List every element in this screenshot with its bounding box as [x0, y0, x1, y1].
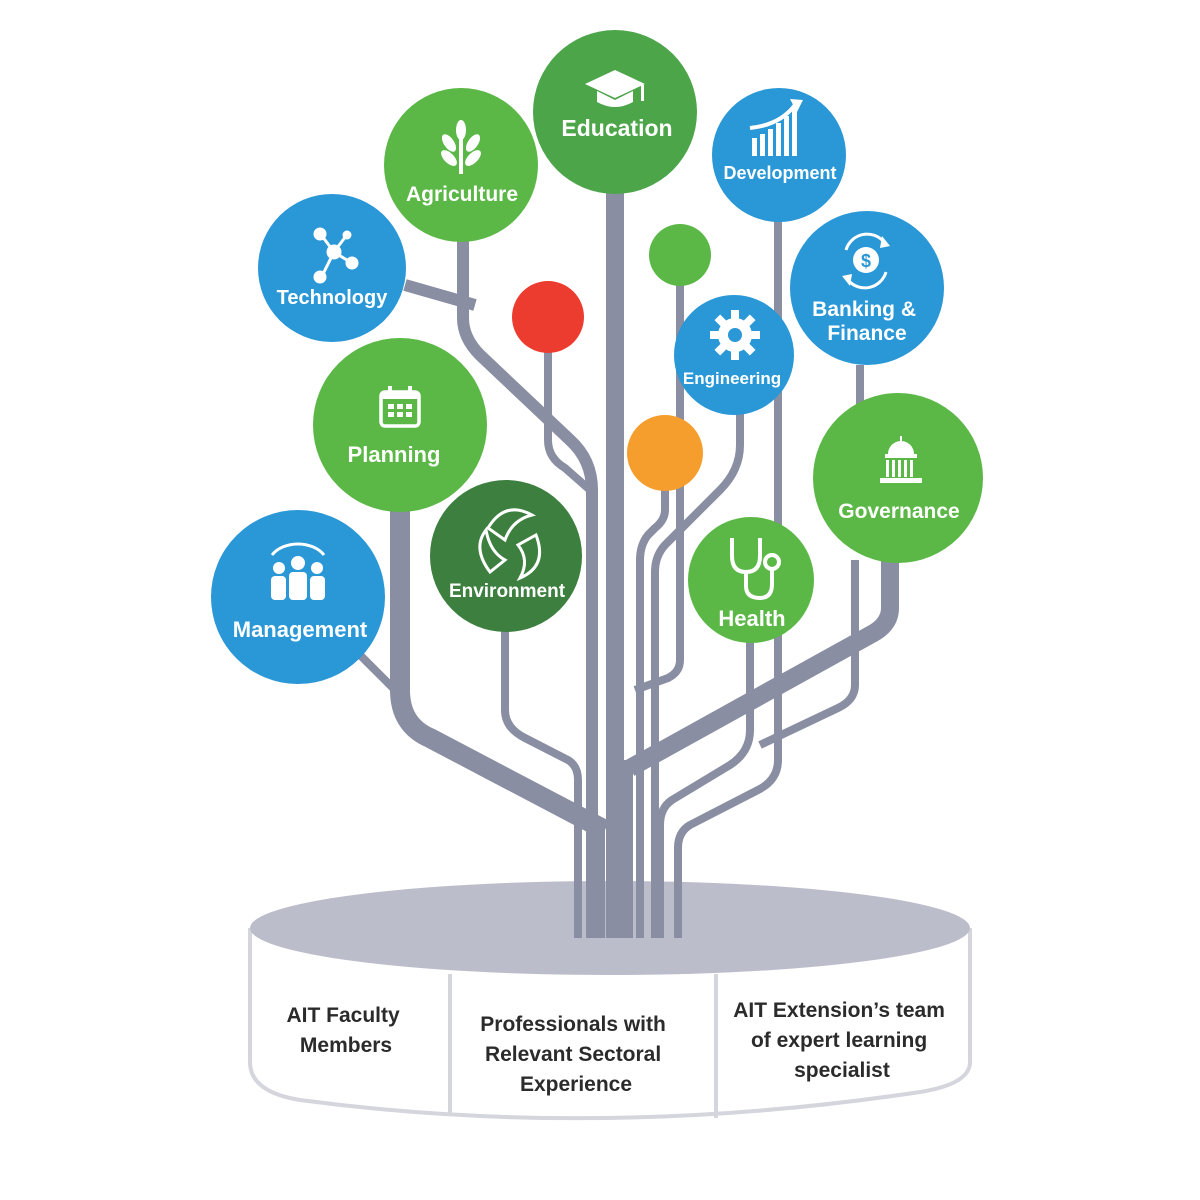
base-section-3: AIT Extension’s team of expert learning … — [733, 999, 950, 1082]
gear-icon — [710, 310, 760, 360]
branch-governance — [625, 560, 899, 776]
branch-green-accent — [633, 285, 684, 694]
node-technology[interactable]: Technology — [258, 194, 406, 342]
branch-banking-lower — [758, 560, 859, 749]
branch-health — [656, 640, 754, 938]
node-label-environment: Environment — [449, 581, 566, 602]
node-governance[interactable]: Governance — [813, 393, 983, 563]
branch-red — [544, 345, 593, 494]
node-label-governance: Governance — [838, 500, 959, 523]
recycle-leaves-icon — [478, 508, 541, 582]
svg-text:$: $ — [861, 251, 871, 271]
base-platform: AIT Faculty Members Professionals with R… — [248, 881, 972, 1121]
branch-orange — [636, 490, 669, 938]
accent-dot-orange — [627, 415, 703, 491]
base-section-2: Professionals with Relevant Sectoral Exp… — [480, 1013, 671, 1096]
node-engineering[interactable]: Engineering — [674, 295, 794, 415]
node-label-planning: Planning — [348, 442, 441, 467]
branch-management — [357, 652, 398, 693]
node-development[interactable]: Development — [712, 88, 846, 222]
branches — [357, 190, 899, 938]
branch-agriculture — [457, 240, 598, 938]
node-label-engineering: Engineering — [683, 369, 781, 388]
node-label-education: Education — [561, 115, 672, 141]
node-environment[interactable]: Environment — [430, 480, 582, 632]
calendar-icon — [379, 386, 421, 428]
node-health[interactable]: Health — [688, 517, 814, 643]
node-label-banking: Banking & Finance — [812, 298, 922, 345]
branch-environment — [501, 630, 582, 938]
graduation-cap-icon — [585, 70, 645, 107]
capitol-building-icon — [880, 436, 922, 483]
node-education[interactable]: Education — [533, 30, 697, 194]
branch-development — [674, 220, 782, 938]
node-label-technology: Technology — [277, 287, 389, 309]
branch-planning — [390, 510, 610, 839]
accent-dot-green — [649, 224, 711, 286]
branch-engineering — [651, 410, 744, 938]
team-people-icon — [270, 542, 326, 600]
base-section-1: AIT Faculty Members — [286, 1004, 405, 1057]
base-body — [248, 928, 972, 1121]
node-banking[interactable]: $ Banking & Finance — [790, 211, 944, 365]
growth-chart-icon — [749, 99, 803, 156]
node-label-agriculture: Agriculture — [406, 183, 518, 206]
node-label-development: Development — [723, 163, 836, 183]
node-agriculture[interactable]: Agriculture — [384, 88, 538, 242]
sprout-icon — [441, 120, 481, 174]
dollar-cycle-icon: $ — [842, 232, 890, 290]
node-label-management: Management — [233, 617, 368, 642]
node-label-health: Health — [718, 606, 785, 631]
network-nodes-icon — [313, 227, 359, 284]
node-management[interactable]: Management — [211, 510, 385, 684]
accent-dot-red — [512, 281, 584, 353]
node-planning[interactable]: Planning — [313, 338, 487, 512]
stethoscope-icon — [730, 538, 781, 601]
